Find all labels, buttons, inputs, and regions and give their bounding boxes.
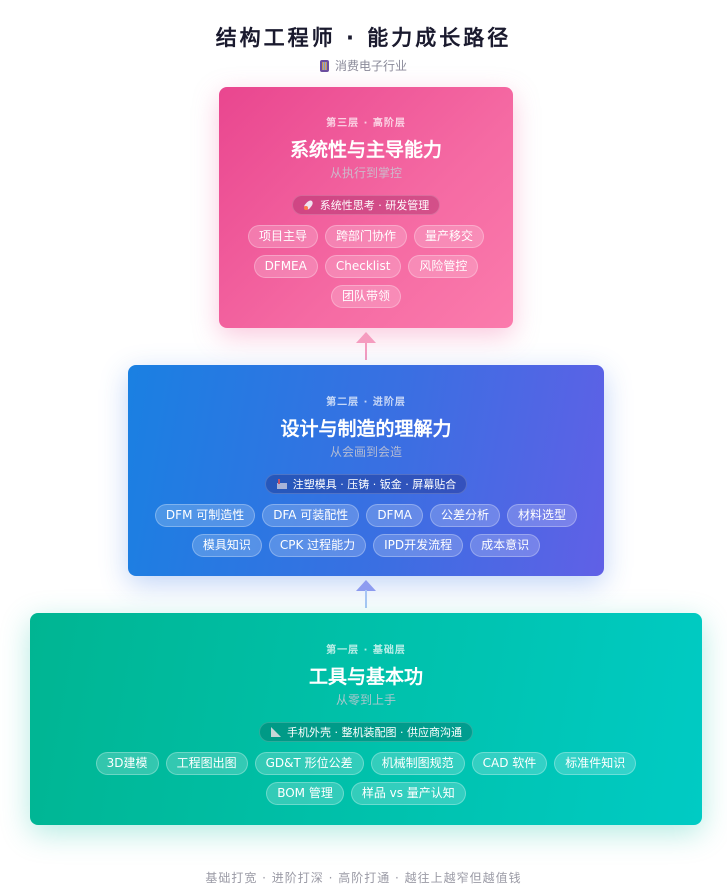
skill-tag: 风险管控 — [408, 255, 479, 278]
rocket-icon — [303, 199, 315, 211]
tier-label: 第一层 · 基础层 — [326, 645, 406, 656]
scope-badge: 手机外壳 · 整机装配图 · 供应商沟通 — [259, 722, 473, 742]
tier-title: 系统性与主导能力 — [289, 139, 442, 161]
tier-title: 设计与制造的理解力 — [280, 418, 452, 440]
skill-tag: 样品 vs 量产认知 — [350, 782, 466, 805]
skill-tag: 项目主导 — [247, 225, 318, 248]
industry-subtitle: 消费电子行业 — [0, 57, 727, 74]
phone-icon — [319, 59, 329, 72]
skill-tag: BOM 管理 — [266, 782, 344, 805]
triangle-ruler-icon — [270, 726, 282, 738]
skill-tag: CPK 过程能力 — [268, 534, 367, 557]
skill-tag: 标准件知识 — [554, 752, 637, 775]
skill-tags: 项目主导 跨部门协作 量产移交 DFMEA Checklist 风险管控 团队带… — [236, 225, 496, 308]
skill-tag: CAD 软件 — [471, 752, 548, 775]
tier-subtitle: 从执行到掌控 — [329, 166, 402, 180]
skill-tag: 模具知识 — [191, 534, 262, 557]
scope-badge: 注塑模具 · 压铸 · 钣金 · 屏幕贴合 — [264, 474, 468, 494]
scope-text: 系统性思考 · 研发管理 — [319, 199, 430, 212]
scope-text: 注塑模具 · 压铸 · 钣金 · 屏幕贴合 — [292, 478, 457, 491]
skill-tag: 机械制图规范 — [370, 752, 465, 775]
layer-intermediate: 第二层 · 进阶层 设计与制造的理解力 从会画到会造 注塑模具 · 压铸 · 钣… — [128, 365, 604, 576]
skill-tag: DFMEA — [253, 255, 318, 278]
skill-tag: 材料选型 — [507, 504, 578, 527]
skill-tag: DFM 可制造性 — [154, 504, 256, 527]
industry-label: 消费电子行业 — [334, 59, 407, 73]
skill-tag: IPD开发流程 — [373, 534, 464, 557]
footer-summary: 基础打宽 · 进阶打深 · 高阶打通 · 越往上越窄但越值钱 — [205, 871, 522, 885]
tier-title: 工具与基本功 — [308, 666, 423, 688]
skill-tag: 跨部门协作 — [324, 225, 407, 248]
skill-tag: 公差分析 — [430, 504, 501, 527]
layer-advanced: 第三层 · 高阶层 系统性与主导能力 从执行到掌控 系统性思考 · 研发管理 项… — [219, 87, 513, 328]
tier-label: 第三层 · 高阶层 — [326, 118, 406, 129]
skill-tag: 工程图出图 — [165, 752, 248, 775]
page-title: 结构工程师 · 能力成长路径 — [215, 26, 512, 50]
skill-tag: 量产移交 — [414, 225, 485, 248]
tier-label: 第二层 · 进阶层 — [326, 397, 406, 408]
skill-tag: DFMA — [366, 504, 424, 527]
skill-tag: GD&T 形位公差 — [254, 752, 364, 775]
skill-tag: Checklist — [324, 255, 402, 278]
arrow-up-icon — [356, 580, 376, 608]
skill-tag: 3D建模 — [95, 752, 159, 775]
skill-tag: 成本意识 — [470, 534, 541, 557]
scope-badge: 系统性思考 · 研发管理 — [291, 195, 441, 215]
factory-icon — [276, 478, 288, 490]
arrow-up-icon — [356, 332, 376, 360]
skill-tag: DFA 可装配性 — [262, 504, 360, 527]
tier-subtitle: 从零到上手 — [335, 693, 396, 707]
tier-subtitle: 从会画到会造 — [329, 445, 402, 459]
layer-foundation: 第一层 · 基础层 工具与基本功 从零到上手 手机外壳 · 整机装配图 · 供应… — [30, 613, 702, 825]
scope-text: 手机外壳 · 整机装配图 · 供应商沟通 — [287, 726, 462, 739]
skill-tags: DFM 可制造性 DFA 可装配性 DFMA 公差分析 材料选型 模具知识 CP… — [141, 504, 591, 557]
skill-tag: 团队带领 — [330, 285, 401, 308]
skill-tags: 3D建模 工程图出图 GD&T 形位公差 机械制图规范 CAD 软件 标准件知识… — [81, 752, 651, 805]
